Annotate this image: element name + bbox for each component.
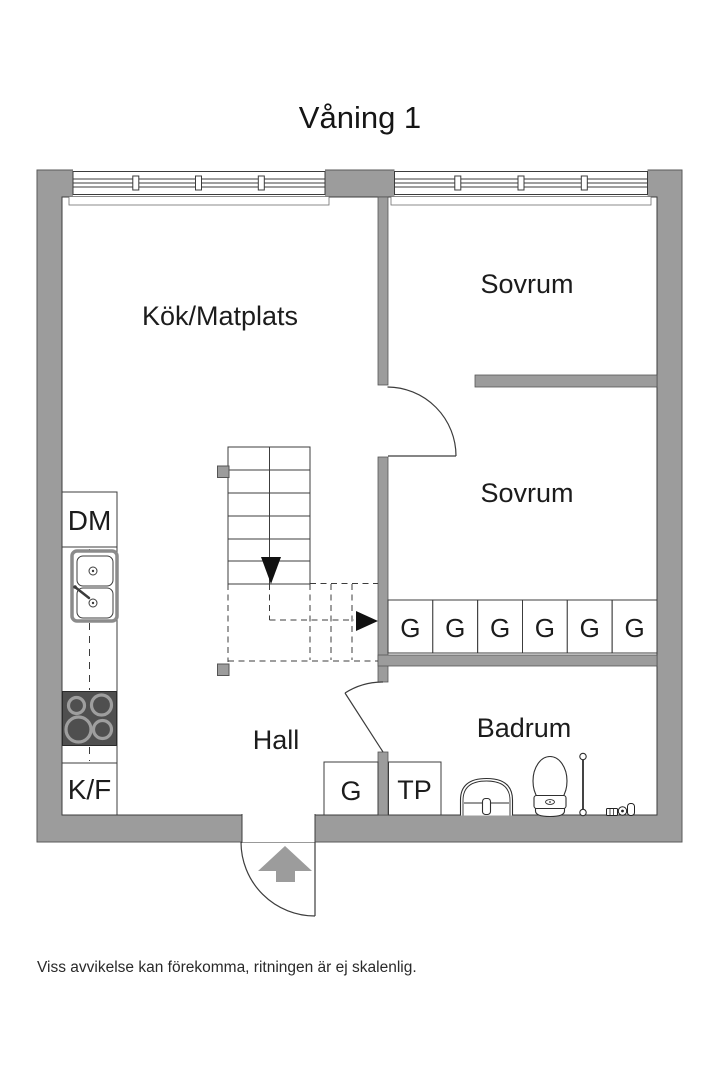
floor-drain-icon: [606, 803, 635, 816]
entrance-arrow-icon: [258, 846, 312, 882]
stairs-overhead-dashed: [227, 583, 378, 662]
label-wardrobe-1: G: [400, 613, 420, 643]
kitchen-sink-icon: [70, 549, 119, 623]
stair-post-top: [217, 465, 230, 478]
hall-wardrobe-box: [323, 761, 379, 816]
window-symbol-right: [390, 169, 652, 206]
label-wardrobe-3: G: [490, 613, 510, 643]
label-wardrobe-2: G: [445, 613, 465, 643]
room-label-kitchen: Kök/Matplats: [142, 301, 298, 331]
stair-post-bottom: [217, 663, 230, 676]
towel-rail-icon: [579, 752, 587, 817]
staircase: [217, 446, 378, 676]
disclaimer-text: Viss avvikelse kan förekomma, ritningen …: [37, 959, 417, 976]
room-label-bathroom: Badrum: [477, 713, 572, 743]
wall-bedroom-bathroom: [377, 654, 658, 667]
fridge-freezer-box: [61, 762, 118, 816]
dishwasher-box: [61, 491, 118, 548]
entrance-opening: [241, 814, 316, 843]
kitchen-door: [387, 386, 457, 457]
label-wardrobe-6: G: [624, 613, 644, 643]
interior-walls: [377, 196, 658, 816]
wall-between-bedrooms: [474, 374, 658, 388]
entrance-door: [240, 841, 316, 917]
page-title: Våning 1: [298, 100, 422, 135]
bathroom-sink-icon: [459, 777, 514, 816]
label-hall-wardrobe: G: [340, 776, 361, 806]
stairs-up-arrow-icon: [356, 611, 378, 631]
wardrobe-row: [387, 599, 658, 654]
wall-kitchen-bedrooms-upper: [377, 196, 389, 386]
label-laundry-tower: TP: [397, 775, 432, 805]
room-label-bedroom-lower: Sovrum: [480, 478, 573, 508]
label-dishwasher: DM: [68, 505, 112, 536]
room-label-bedroom-upper: Sovrum: [480, 269, 573, 299]
label-wardrobe-4: G: [535, 613, 555, 643]
laundry-box: [388, 761, 442, 816]
stove-icon: [62, 691, 117, 746]
window-symbol-left: [68, 169, 330, 206]
outer-walls: [36, 169, 683, 843]
label-fridge-freezer: K/F: [68, 774, 112, 805]
room-label-hall: Hall: [253, 725, 300, 755]
toilet-icon: [532, 755, 568, 818]
wall-kitchen-bedrooms-lower: [377, 456, 389, 683]
stairs-down-arrow-icon: [261, 557, 281, 584]
label-wardrobe-5: G: [580, 613, 600, 643]
bathroom-door: [344, 681, 384, 753]
wall-hall-bathroom-stub: [377, 751, 389, 816]
